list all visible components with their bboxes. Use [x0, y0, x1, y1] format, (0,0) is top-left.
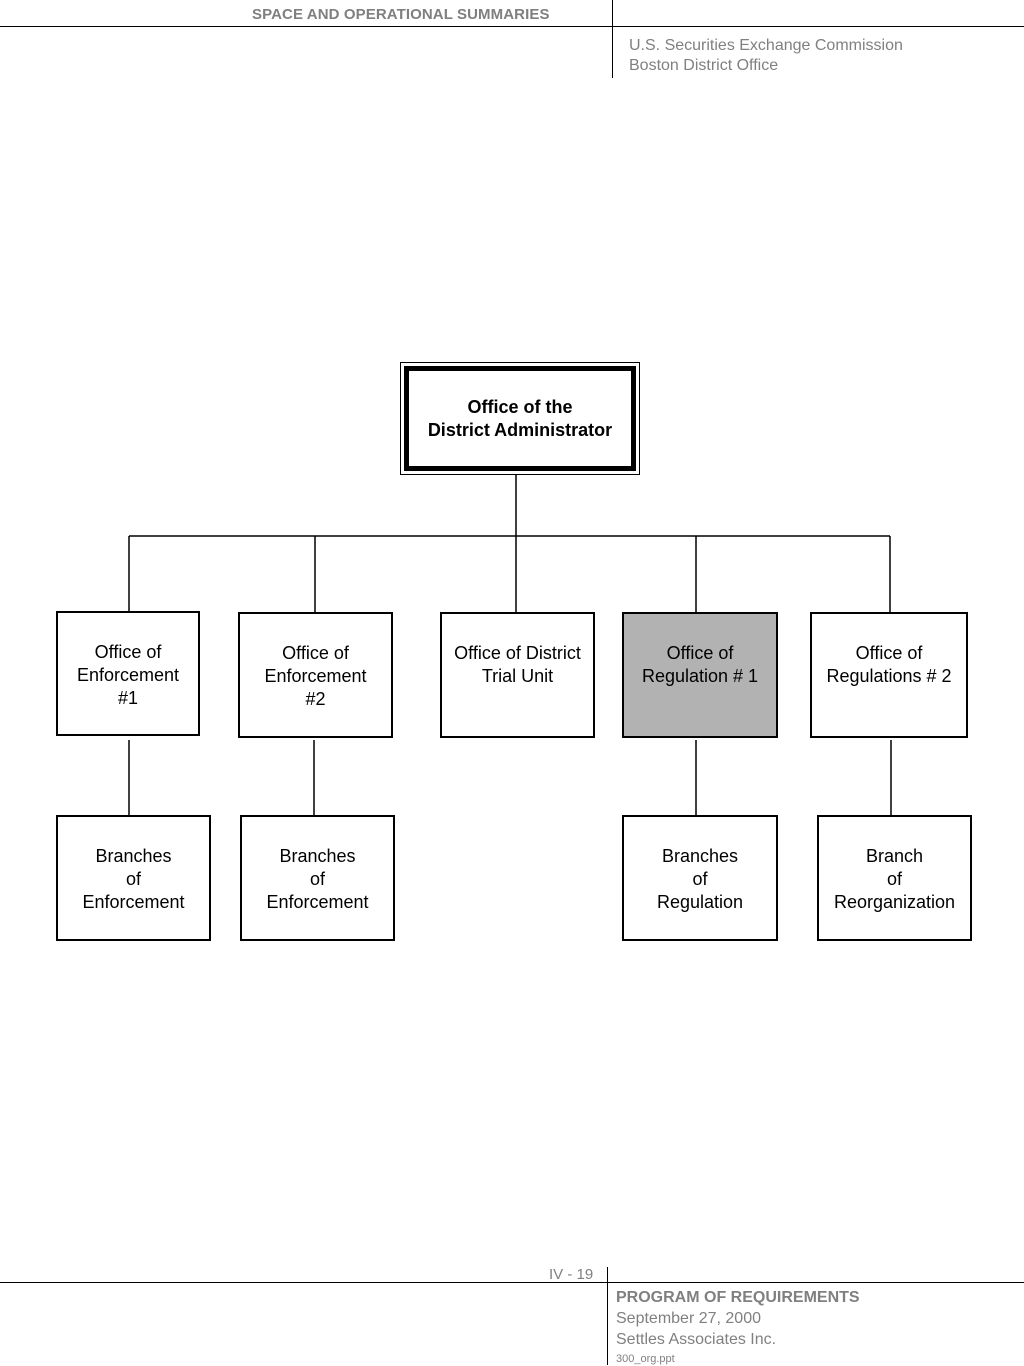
- section-title: SPACE AND OPERATIONAL SUMMARIES: [252, 6, 550, 23]
- office-enforcement-1-box: Office of Enforcement #1: [56, 611, 200, 736]
- program-title: PROGRAM OF REQUIREMENTS: [616, 1289, 860, 1306]
- header-rule: [0, 26, 1024, 27]
- header-divider: [612, 0, 613, 78]
- footer-divider: [607, 1267, 608, 1365]
- office-regulation-1-box: Office of Regulation # 1: [622, 612, 778, 738]
- office-regulations-2-box: Office of Regulations # 2: [810, 612, 968, 738]
- company-name: Settles Associates Inc.: [616, 1331, 777, 1348]
- office-name: Boston District Office: [629, 57, 779, 74]
- document-date: September 27, 2000: [616, 1310, 761, 1327]
- branch-regulation-box: Branches of Regulation: [622, 815, 778, 941]
- office-trial-unit-box: Office of District Trial Unit: [440, 612, 595, 738]
- page-number: IV - 19: [549, 1266, 594, 1283]
- agency-block: U.S. Securities Exchange Commission Bost…: [629, 36, 903, 76]
- branch-enforcement-2-box: Branches of Enforcement: [240, 815, 395, 941]
- branch-reorganization-box: Branch of Reorganization: [817, 815, 972, 941]
- district-administrator-box: Office of the District Administrator: [400, 362, 640, 475]
- district-administrator-label: Office of the District Administrator: [404, 366, 636, 471]
- footer-info: PROGRAM OF REQUIREMENTS September 27, 20…: [616, 1288, 860, 1366]
- footer-rule: [0, 1282, 1024, 1283]
- file-name: 300_org.ppt: [616, 1353, 675, 1365]
- branch-enforcement-1-box: Branches of Enforcement: [56, 815, 211, 941]
- office-enforcement-2-box: Office of Enforcement #2: [238, 612, 393, 738]
- agency-name: U.S. Securities Exchange Commission: [629, 37, 903, 54]
